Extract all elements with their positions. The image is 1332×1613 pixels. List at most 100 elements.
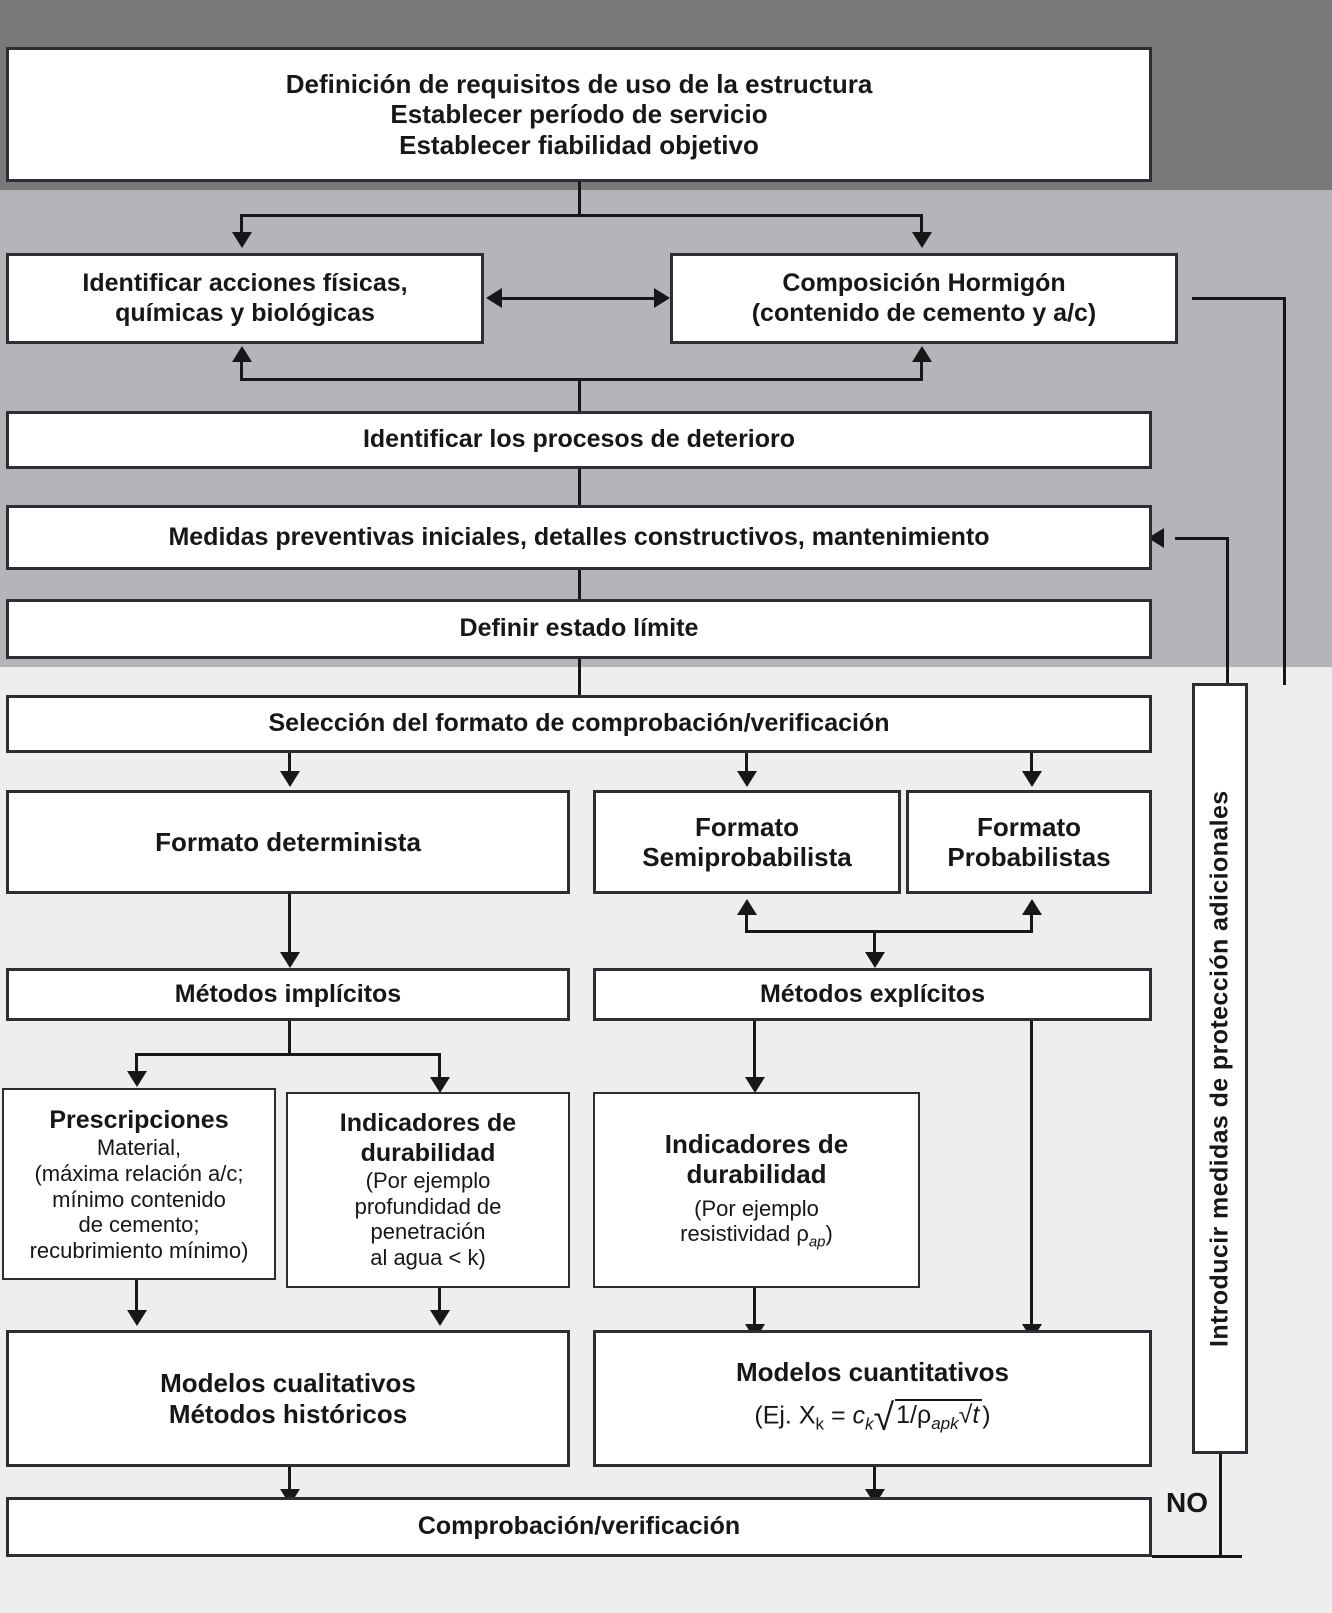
conn-cuantitativos-comprobacion bbox=[873, 1467, 876, 1491]
formato-semiprob-line-2: Semiprobabilista bbox=[642, 842, 852, 872]
prescripciones-line-3: mínimo contenido bbox=[52, 1186, 226, 1212]
node-composicion[interactable]: Composición Hormigón (contenido de cemen… bbox=[670, 253, 1178, 344]
conn-deterioro-medidas bbox=[578, 469, 581, 507]
indicadores-implicitos-title-2: durabilidad bbox=[360, 1138, 496, 1167]
node-indicadores-explicitos[interactable]: Indicadores de durabilidad (Por ejemplo … bbox=[593, 1092, 920, 1288]
indicadores-explicitos-title-1: Indicadores de bbox=[664, 1128, 849, 1159]
conn-feedback-right bbox=[920, 362, 923, 381]
formato-prob-line-2: Probabilistas bbox=[947, 842, 1111, 872]
rho-close-paren: ) bbox=[825, 1221, 833, 1247]
conn-no-up bbox=[1219, 1454, 1222, 1558]
arrow-to-indicadores-implicitos bbox=[430, 1077, 450, 1093]
composicion-line-2: (contenido de cemento y a/c) bbox=[751, 298, 1097, 327]
indicadores-implicitos-line-1: (Por ejemplo bbox=[365, 1167, 491, 1193]
node-estado-limite[interactable]: Definir estado límite bbox=[6, 599, 1152, 659]
node-formato-semiprobabilista[interactable]: Formato Semiprobabilista bbox=[593, 790, 901, 894]
conn-explicitos-cuantitativos bbox=[1030, 1021, 1033, 1326]
acciones-line-2: químicas y biológicas bbox=[115, 298, 375, 327]
requisitos-line-3: Establecer fiabilidad objetivo bbox=[399, 129, 759, 160]
formula-radicand: 1/ρapk√t bbox=[895, 1399, 983, 1433]
indicadores-explicitos-line-2: resistividad ρap) bbox=[680, 1221, 833, 1251]
acciones-line-1: Identificar acciones físicas, bbox=[82, 269, 408, 298]
node-acciones[interactable]: Identificar acciones físicas, químicas y… bbox=[6, 253, 484, 344]
formato-prob-line-1: Formato bbox=[977, 811, 1081, 842]
node-proteccion-adicionales[interactable]: Introducir medidas de protección adicion… bbox=[1192, 683, 1248, 1454]
formula-t: t bbox=[972, 1401, 980, 1430]
formula-prefix: (Ej. X bbox=[754, 1401, 816, 1430]
conn-feedback-bar bbox=[240, 378, 923, 381]
arrow-prescripciones-to-cualitativos bbox=[127, 1310, 147, 1326]
arrow-to-acciones bbox=[232, 232, 252, 248]
arrow-indicadores-to-cualitativos bbox=[430, 1310, 450, 1326]
node-seleccion[interactable]: Selección del formato de comprobación/ve… bbox=[6, 695, 1152, 753]
arrow-feedback-acciones bbox=[232, 346, 252, 362]
formula-c: c bbox=[852, 1401, 866, 1430]
deterioro-label: Identificar los procesos de deterioro bbox=[362, 425, 796, 454]
formula-x-subscript: k bbox=[815, 1414, 825, 1434]
formula-equals: = bbox=[824, 1401, 853, 1430]
arrow-to-composicion bbox=[912, 232, 932, 248]
node-metodos-implicitos[interactable]: Métodos implícitos bbox=[6, 968, 570, 1021]
arrow-to-indicadores-explicitos bbox=[745, 1077, 765, 1093]
prescripciones-line-1: Material, bbox=[96, 1135, 182, 1161]
metodos-implicitos-label: Métodos implícitos bbox=[174, 979, 402, 1008]
requisitos-line-1: Definición de requisitos de uso de la es… bbox=[285, 68, 873, 99]
metodos-explicitos-label: Métodos explícitos bbox=[759, 979, 986, 1008]
arrow-up-semiprobabilista bbox=[737, 899, 757, 915]
conn-explicitos-up-left bbox=[745, 915, 748, 933]
conn-implicitos-stem bbox=[288, 1021, 291, 1055]
node-formato-probabilistas[interactable]: Formato Probabilistas bbox=[906, 790, 1152, 894]
formula-radical-sign: √ bbox=[873, 1395, 895, 1438]
arrow-to-determinista bbox=[280, 771, 300, 787]
node-medidas[interactable]: Medidas preventivas iniciales, detalles … bbox=[6, 505, 1152, 570]
conn-no-bar bbox=[1152, 1555, 1242, 1558]
node-metodos-explicitos[interactable]: Métodos explícitos bbox=[593, 968, 1152, 1021]
medidas-label: Medidas preventivas iniciales, detalles … bbox=[168, 522, 990, 551]
modelos-cuantitativos-title: Modelos cuantitativos bbox=[735, 1357, 1010, 1388]
arrow-to-semiprobabilista bbox=[737, 771, 757, 787]
prescripciones-line-4: de cemento; bbox=[78, 1212, 200, 1238]
proteccion-label: Introducir medidas de protección adicion… bbox=[1205, 790, 1234, 1347]
node-comprobacion[interactable]: Comprobación/verificación bbox=[6, 1497, 1152, 1557]
conn-acciones-composicion bbox=[502, 297, 654, 300]
conn-cualitativos-comprobacion bbox=[288, 1467, 291, 1491]
composicion-line-1: Composición Hormigón bbox=[782, 269, 1066, 298]
estado-limite-label: Definir estado límite bbox=[459, 614, 699, 643]
seleccion-label: Selección del formato de comprobación/ve… bbox=[268, 709, 890, 738]
formula-sqrt-t-sign: √ bbox=[958, 1401, 973, 1430]
formula-rho: ρ bbox=[916, 1401, 932, 1430]
node-requisitos[interactable]: Definición de requisitos de uso de la es… bbox=[6, 47, 1152, 182]
conn-split-right bbox=[920, 214, 923, 236]
node-indicadores-implicitos[interactable]: Indicadores de durabilidad (Por ejemplo … bbox=[286, 1092, 570, 1288]
formula-close-paren: ) bbox=[982, 1401, 991, 1430]
arrow-to-metodos-explicitos bbox=[865, 952, 885, 968]
formato-determinista-label: Formato determinista bbox=[155, 826, 421, 857]
conn-implicitos-left bbox=[135, 1053, 138, 1073]
node-prescripciones[interactable]: Prescripciones Material, (máxima relació… bbox=[2, 1088, 276, 1280]
arrow-composicion-right bbox=[654, 288, 670, 308]
conn-seleccion-semiprob bbox=[745, 753, 748, 775]
conn-split-bar bbox=[240, 214, 923, 217]
conn-proteccion-composicion-bar bbox=[1192, 297, 1286, 300]
requisitos-line-2: Establecer período de servicio bbox=[390, 99, 768, 130]
arrow-feedback-composicion bbox=[912, 346, 932, 362]
node-modelos-cuantitativos[interactable]: Modelos cuantitativos (Ej. Xk = ck√1/ρap… bbox=[593, 1330, 1152, 1467]
modelos-cuantitativos-formula: (Ej. Xk = ck√1/ρapk√t) bbox=[754, 1396, 990, 1440]
conn-explicitos-bar bbox=[745, 930, 1033, 933]
node-deterioro[interactable]: Identificar los procesos de deterioro bbox=[6, 411, 1152, 469]
formula-rho-subscript: apk bbox=[931, 1414, 959, 1434]
resistividad-label: resistividad bbox=[680, 1221, 791, 1247]
rho-subscript: ap bbox=[808, 1233, 826, 1251]
formula-inner: 1/ bbox=[896, 1401, 917, 1430]
formula-c-subscript: k bbox=[865, 1414, 874, 1434]
conn-proteccion-medidas-bar bbox=[1175, 537, 1229, 540]
arrow-to-probabilistas bbox=[1022, 771, 1042, 787]
comprobacion-label: Comprobación/verificación bbox=[417, 1512, 741, 1541]
conn-explicitos-indicadores bbox=[753, 1021, 756, 1079]
node-modelos-cualitativos[interactable]: Modelos cualitativos Métodos históricos bbox=[6, 1330, 570, 1467]
conn-implicitos-bar bbox=[135, 1053, 441, 1056]
no-branch-label: NO bbox=[1166, 1487, 1208, 1518]
conn-split-left bbox=[240, 214, 243, 236]
node-formato-determinista[interactable]: Formato determinista bbox=[6, 790, 570, 894]
conn-proteccion-medidas-up bbox=[1226, 537, 1229, 685]
